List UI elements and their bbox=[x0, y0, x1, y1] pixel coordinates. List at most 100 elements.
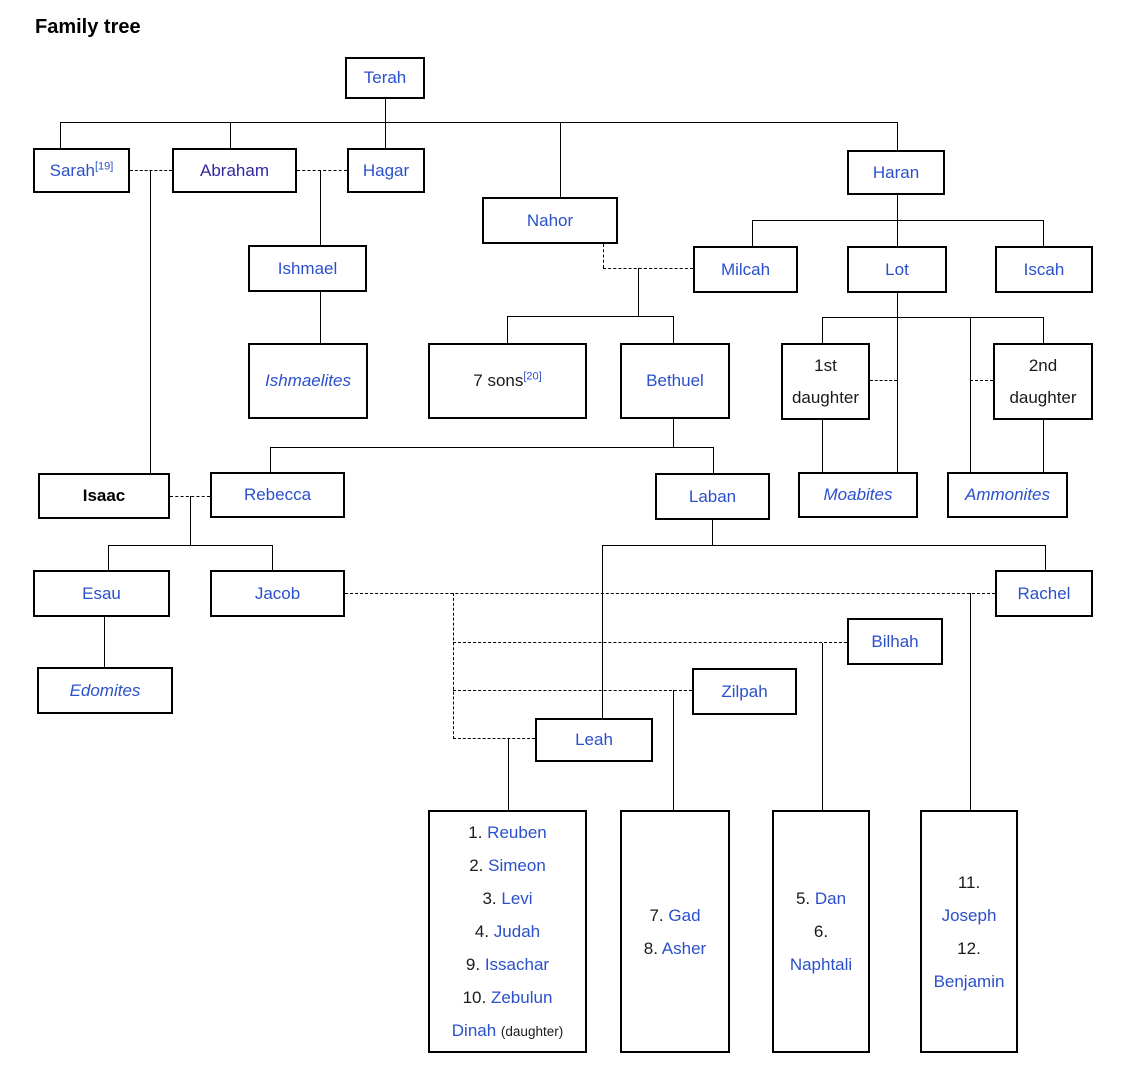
child-entry: 9. Issachar bbox=[432, 948, 583, 981]
child-entry: 1. Reuben bbox=[432, 816, 583, 849]
link-nahor[interactable]: Nahor bbox=[526, 210, 574, 230]
marriage-connector bbox=[870, 380, 897, 381]
node-bilhah: Bilhah bbox=[847, 618, 943, 665]
link-dan[interactable]: Dan bbox=[814, 889, 847, 908]
child-entry: 11. Joseph bbox=[931, 866, 1007, 932]
daughter-note: (daughter) bbox=[500, 1023, 564, 1039]
child-entry: 12. Benjamin bbox=[931, 932, 1007, 998]
second-daughter-label: 2nd daughter bbox=[1009, 355, 1077, 407]
link-rebecca[interactable]: Rebecca bbox=[243, 485, 312, 504]
connector bbox=[270, 447, 271, 472]
link-bethuel[interactable]: Bethuel bbox=[646, 371, 704, 390]
link-reuben[interactable]: Reuben bbox=[487, 822, 547, 842]
node-bethuel: Bethuel bbox=[620, 343, 730, 419]
link-naphtali[interactable]: Naphtali bbox=[789, 955, 853, 974]
node-first-daughter: 1st daughter bbox=[781, 343, 870, 420]
footnote-ref-20[interactable]: [20] bbox=[523, 370, 542, 383]
child-number: 7. bbox=[649, 905, 664, 925]
link-simeon[interactable]: Simeon bbox=[488, 855, 546, 875]
connector bbox=[822, 420, 823, 472]
child-number: 6. bbox=[813, 922, 829, 941]
node-hagar: Hagar bbox=[347, 148, 425, 193]
connector bbox=[272, 545, 273, 570]
node-label: 7 sons[20] bbox=[473, 365, 541, 397]
link-zebulun[interactable]: Zebulun bbox=[490, 987, 553, 1007]
footnote-ref-19[interactable]: [19] bbox=[95, 159, 114, 172]
link-issachar[interactable]: Issachar bbox=[484, 954, 550, 974]
node-seven-sons: 7 sons[20] bbox=[428, 343, 587, 419]
link-rachel[interactable]: Rachel bbox=[1017, 583, 1071, 603]
marriage-connector bbox=[970, 380, 993, 381]
connector bbox=[230, 122, 231, 148]
child-number: 2. bbox=[469, 855, 484, 875]
child-number: 5. bbox=[795, 889, 811, 908]
link-iscah[interactable]: Iscah bbox=[1023, 259, 1065, 279]
connector bbox=[1045, 545, 1046, 570]
connector bbox=[602, 545, 603, 718]
connector bbox=[507, 316, 674, 317]
marriage-connector bbox=[453, 738, 535, 739]
link-haran[interactable]: Haran bbox=[872, 162, 920, 182]
marriage-connector bbox=[453, 593, 454, 739]
isaac-label: Isaac bbox=[82, 486, 126, 505]
link-judah[interactable]: Judah bbox=[493, 921, 541, 941]
connector bbox=[507, 316, 508, 343]
node-sarah: Sarah[19] bbox=[33, 148, 130, 193]
link-lot[interactable]: Lot bbox=[885, 259, 909, 279]
link-leah[interactable]: Leah bbox=[575, 730, 613, 749]
link-moabites[interactable]: Moabites bbox=[823, 485, 893, 504]
link-jacob[interactable]: Jacob bbox=[254, 583, 301, 603]
link-joseph[interactable]: Joseph bbox=[941, 905, 997, 925]
link-benjamin[interactable]: Benjamin bbox=[933, 971, 1005, 991]
child-number: 3. bbox=[482, 888, 497, 908]
child-number: 4. bbox=[474, 921, 490, 941]
node-leah: Leah bbox=[535, 718, 653, 762]
marriage-connector bbox=[130, 170, 172, 171]
link-ammonites[interactable]: Ammonites bbox=[964, 485, 1051, 504]
connector bbox=[1043, 420, 1044, 472]
connector bbox=[60, 122, 61, 148]
link-laban[interactable]: Laban bbox=[688, 486, 737, 506]
marriage-connector bbox=[345, 593, 995, 594]
connector bbox=[270, 447, 714, 448]
link-ishmael[interactable]: Ishmael bbox=[277, 258, 338, 278]
node-ishmael: Ishmael bbox=[248, 245, 367, 292]
connector bbox=[190, 496, 191, 545]
link-milcah[interactable]: Milcah bbox=[720, 259, 771, 279]
child-number: 1. bbox=[468, 822, 483, 842]
connector bbox=[320, 292, 321, 343]
link-gad[interactable]: Gad bbox=[668, 905, 701, 925]
link-levi[interactable]: Levi bbox=[501, 888, 533, 908]
child-entry: 4. Judah bbox=[432, 915, 583, 948]
connector bbox=[1043, 220, 1044, 246]
connector bbox=[385, 99, 386, 148]
child-entry: Dinah (daughter) bbox=[432, 1014, 583, 1048]
link-hagar[interactable]: Hagar bbox=[362, 160, 410, 180]
link-abraham[interactable]: Abraham bbox=[200, 160, 269, 180]
node-lot: Lot bbox=[847, 246, 947, 293]
link-asher[interactable]: Asher bbox=[661, 938, 707, 958]
connector bbox=[673, 316, 674, 343]
link-ishmaelites[interactable]: Ishmaelites bbox=[265, 371, 351, 390]
link-dinah[interactable]: Dinah bbox=[451, 1020, 497, 1040]
connector bbox=[822, 317, 823, 343]
child-number: 12. bbox=[957, 938, 981, 958]
node-rachel: Rachel bbox=[995, 570, 1093, 617]
node-iscah: Iscah bbox=[995, 246, 1093, 293]
connector bbox=[60, 122, 898, 123]
link-sarah[interactable]: Sarah bbox=[49, 160, 95, 180]
link-terah[interactable]: Terah bbox=[363, 68, 407, 87]
connector bbox=[897, 293, 898, 472]
link-esau[interactable]: Esau bbox=[82, 583, 121, 603]
child-entry: 5. Dan bbox=[783, 882, 859, 915]
node-leah-children: 1. Reuben 2. Simeon 3. Levi 4. Judah 9. … bbox=[428, 810, 587, 1053]
node-terah: Terah bbox=[345, 57, 425, 99]
link-bilhah[interactable]: Bilhah bbox=[871, 631, 919, 651]
node-zilpah-children: 7. Gad 8. Asher bbox=[620, 810, 730, 1053]
connector bbox=[320, 170, 321, 245]
connector bbox=[673, 419, 674, 447]
link-zilpah[interactable]: Zilpah bbox=[721, 681, 768, 701]
child-number: 11. bbox=[957, 872, 981, 892]
link-edomites[interactable]: Edomites bbox=[69, 680, 141, 700]
connector bbox=[602, 545, 1046, 546]
